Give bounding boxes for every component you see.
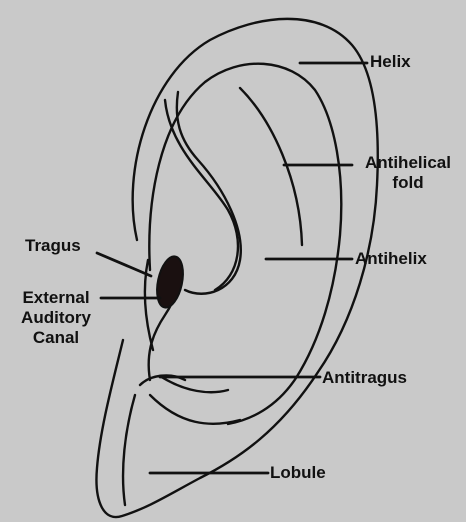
antitragus-curve <box>160 376 228 392</box>
lobule-inner-outline <box>123 395 135 505</box>
antihelix-label: Antihelix <box>355 249 427 269</box>
external-canal-label-line3: Canal <box>10 328 102 348</box>
lobule-label: Lobule <box>270 463 326 483</box>
antihelical-fold-label-line2: fold <box>352 173 464 193</box>
antihelical-fold-label: Antihelical fold <box>352 153 464 193</box>
antihelix-outline <box>240 88 302 245</box>
antihelix-ridge <box>177 92 241 294</box>
external-auditory-canal-label: External Auditory Canal <box>10 288 102 348</box>
lower-rim <box>150 395 240 424</box>
tragus-label: Tragus <box>25 236 81 256</box>
tragus-leader <box>97 253 151 276</box>
external-canal-label-line1: External <box>10 288 102 308</box>
antitragus-label: Antitragus <box>322 368 407 388</box>
antihelical-fold-label-line1: Antihelical <box>352 153 464 173</box>
external-auditory-canal-shape <box>153 254 187 310</box>
external-canal-label-line2: Auditory <box>10 308 102 328</box>
helix-label: Helix <box>370 52 411 72</box>
